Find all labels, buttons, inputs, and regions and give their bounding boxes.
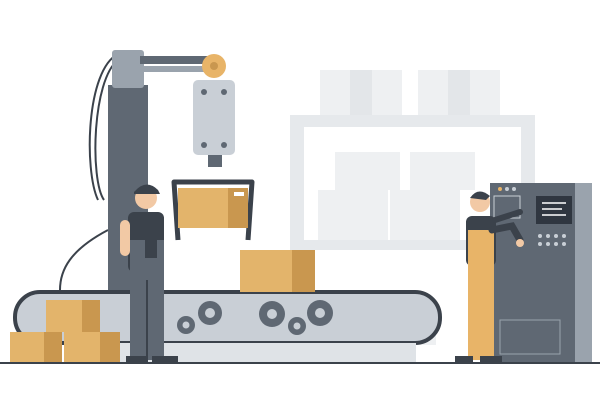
robot-arm <box>59 50 255 292</box>
background-shelving <box>290 70 535 345</box>
stacked-boxes <box>10 300 120 362</box>
conveyor-belt <box>13 250 442 362</box>
worker-left <box>120 184 178 362</box>
worker-right <box>455 191 524 362</box>
ground-line <box>0 362 600 364</box>
panel-screen <box>536 196 572 224</box>
control-panel <box>490 183 592 362</box>
